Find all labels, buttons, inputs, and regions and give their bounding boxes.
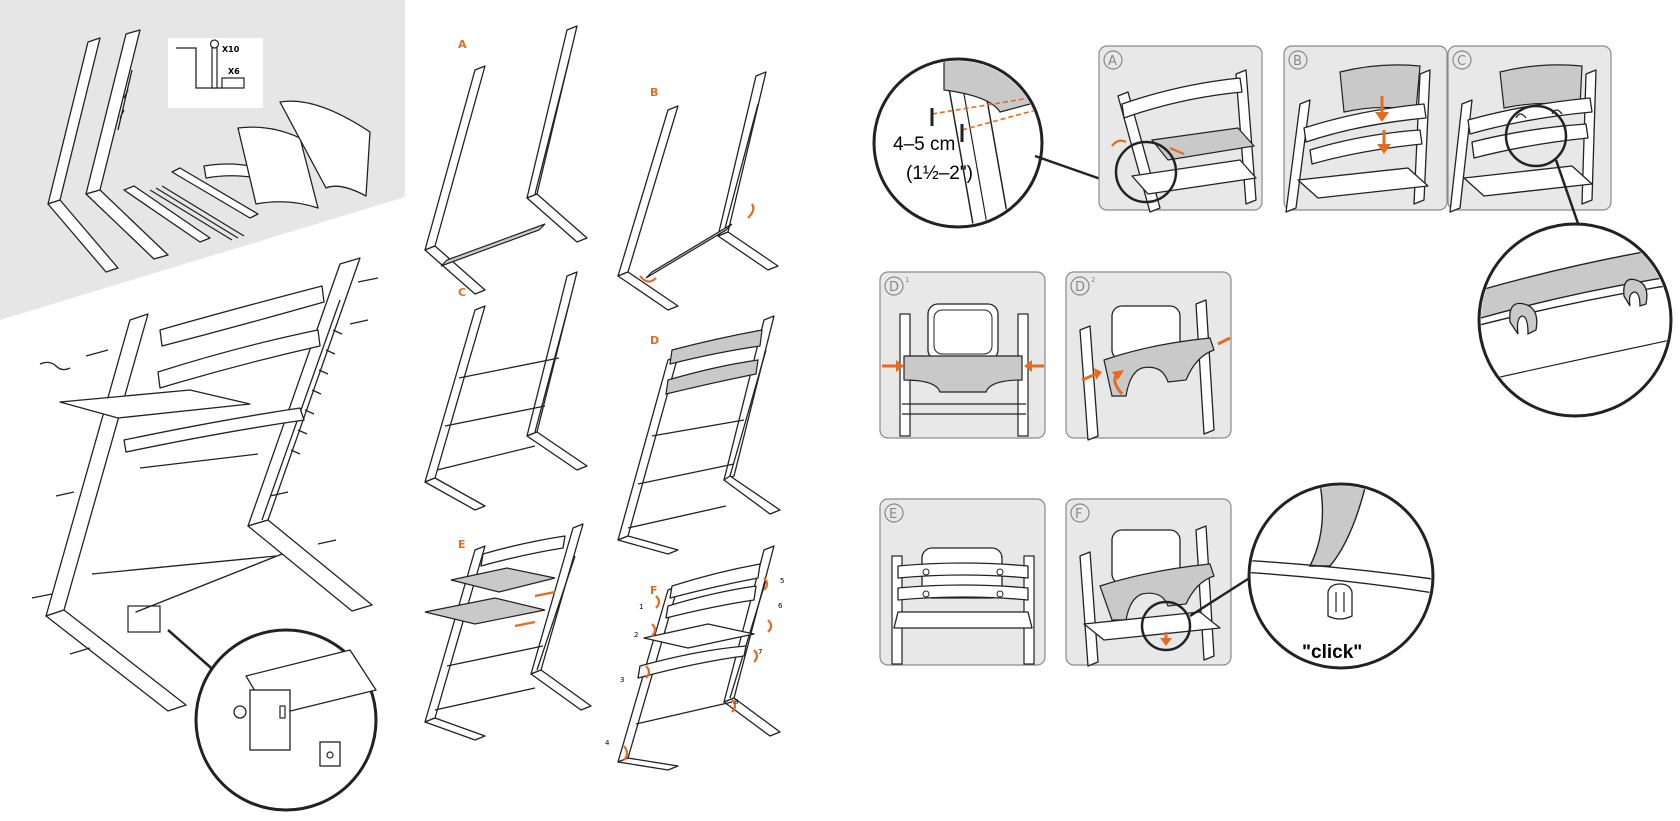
baby-set-panel-b: B: [1283, 45, 1448, 213]
step-d-frame: [617, 315, 781, 555]
parts-overview: X10 X6: [0, 0, 405, 320]
panel-d2-label: D: [1075, 280, 1085, 295]
step-a-frame: [424, 25, 588, 295]
f-seq-5: 5: [780, 577, 784, 585]
detail-magnifier-hooks: [1477, 222, 1673, 418]
panel-b-label: B: [1293, 54, 1302, 69]
bolt-count: X10: [222, 45, 240, 54]
baby-set-panel-f: F: [1065, 498, 1263, 667]
baby-set-panel-d1: D 1: [879, 271, 1046, 439]
front-foot: [45, 609, 187, 712]
bolt-icon: [211, 43, 218, 89]
seat-plates: [203, 100, 371, 209]
f-seq-1: 1: [639, 603, 643, 611]
cross-rods: [123, 167, 259, 243]
rod-end-detail: [233, 649, 377, 767]
panel-d1-label: D: [889, 280, 899, 295]
step-f-label: F: [650, 584, 658, 597]
step-b-frame: [617, 71, 779, 311]
foot-plate: [123, 407, 305, 453]
click-label: "click": [1302, 642, 1362, 663]
panel-e-label: E: [889, 507, 897, 522]
baby-set-panel-d2: D 2: [1065, 271, 1232, 441]
allen-key-icon: [39, 361, 71, 371]
nut-count: X6: [228, 67, 240, 76]
panel-c-label: C: [1457, 54, 1466, 69]
step-d-label: D: [650, 334, 659, 347]
lower-rod: [91, 555, 277, 575]
parts-background: [0, 0, 405, 320]
side-post-right: [85, 29, 169, 260]
step-c-label: C: [458, 286, 466, 299]
baby-set-panel-c: C: [1447, 45, 1612, 236]
step-c-frame: [424, 271, 588, 511]
f-sequence-numbers: 1 2 3 4 5 6 7 8: [605, 577, 784, 747]
front-post: [45, 313, 149, 617]
step-b-label: B: [650, 86, 658, 99]
step-sequence: A B C: [424, 25, 784, 771]
exploded-assembly: [31, 257, 379, 812]
back-rest-lower: [157, 329, 321, 389]
f-seq-3: 3: [620, 676, 624, 684]
panel-d2-sup: 2: [1091, 276, 1095, 284]
detail-magnifier-click: "click": [1247, 482, 1435, 670]
side-post-left: [47, 37, 119, 273]
bottom-rail: [135, 553, 283, 613]
bolts: [31, 277, 379, 655]
step-f-frame: [617, 545, 781, 771]
panel-a-label: A: [1108, 54, 1117, 69]
measurement-metric: 4–5 cm: [893, 134, 955, 155]
step-a-label: A: [458, 38, 467, 51]
measurement-imperial: (1½–2"): [906, 163, 973, 184]
f-seq-2: 2: [634, 631, 638, 639]
step-e-label: E: [458, 538, 466, 551]
seat-plate: [59, 389, 251, 419]
f-seq-8: 8: [734, 698, 738, 706]
nut-icon: [221, 77, 245, 89]
rear-foot: [247, 519, 373, 612]
back-rest-upper: [159, 285, 325, 347]
f-seq-4: 4: [605, 739, 610, 747]
baby-set-panel-a: A: [1098, 45, 1263, 213]
measurement-magnifier: 4–5 cm (1½–2"): [872, 57, 1113, 229]
panel-d1-sup: 1: [905, 276, 909, 284]
baby-set-panel-e: E: [879, 498, 1046, 666]
step-e-frame: [424, 523, 592, 741]
panel-f-label: F: [1075, 507, 1082, 522]
f-seq-7: 7: [758, 648, 762, 656]
f-seq-6: 6: [778, 602, 783, 610]
hardware-kit: X10 X6: [168, 38, 263, 108]
